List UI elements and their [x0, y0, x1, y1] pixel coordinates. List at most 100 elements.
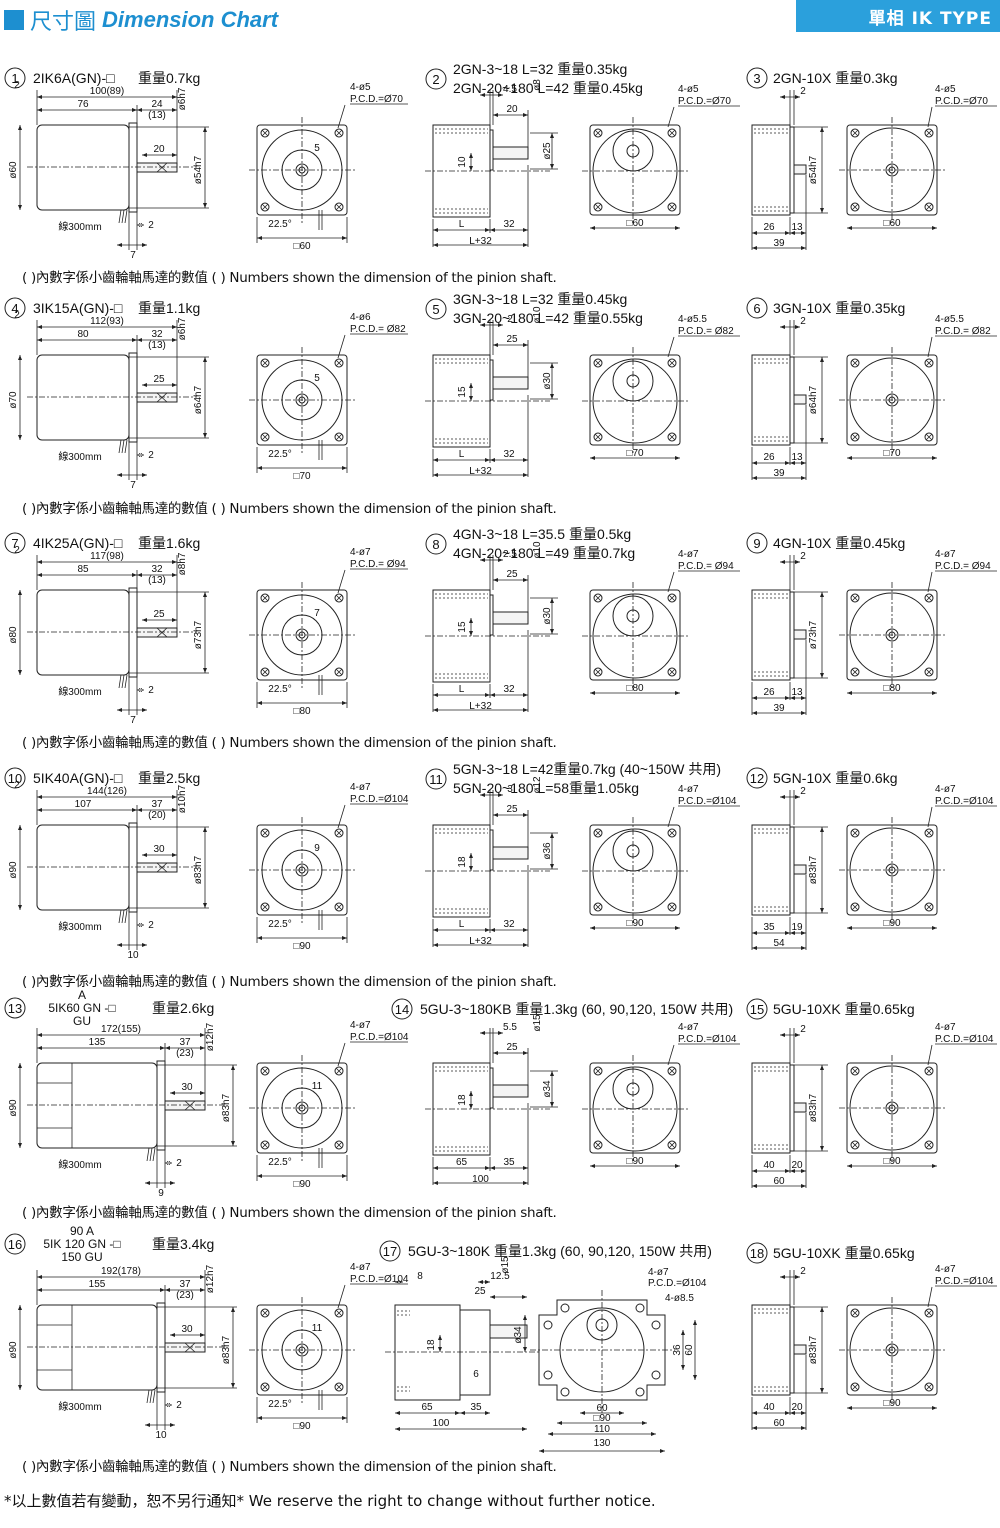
item-number-circle	[746, 67, 768, 89]
pcd-label: P.C.D.=Ø104	[678, 796, 737, 807]
arrow-icon	[480, 323, 503, 327]
motor-flange	[128, 352, 138, 443]
item-number: 5	[432, 302, 439, 317]
hole-cross	[335, 903, 343, 911]
hole-cross	[925, 668, 933, 676]
mount-hole-icon	[667, 202, 677, 212]
gear-length-dim: L	[459, 219, 465, 230]
hole-cross	[594, 359, 602, 367]
item-number-circle	[4, 1233, 26, 1255]
leader-line	[667, 336, 675, 358]
shaft-key	[156, 862, 168, 873]
decimal-front-circle	[849, 1065, 935, 1151]
hole-cross	[335, 359, 343, 367]
pilot-diameter-dim: ø83h7	[221, 1093, 232, 1122]
boss-diameter-dim: ø25	[542, 142, 553, 160]
item-number-circle	[425, 68, 447, 90]
decimal-shaft	[793, 164, 807, 175]
boss-diameter-dim: ø34	[513, 1326, 524, 1344]
total-width-dim: 60	[773, 1418, 785, 1429]
hole-cross	[925, 359, 933, 367]
decimal-flange	[789, 1306, 795, 1394]
motor-model-line: GU	[73, 1014, 91, 1028]
shaft-total-dim: 35	[503, 1157, 515, 1168]
hole-cross	[668, 129, 676, 137]
motor-weight: 重量1.1kg	[138, 300, 200, 316]
decimal-flange	[789, 826, 795, 914]
hole-cross	[668, 668, 676, 676]
item-number: 6	[753, 301, 760, 316]
hole-cross	[925, 1383, 933, 1391]
shaft-lead-dim: 12.5	[490, 1271, 510, 1282]
hole-cross	[851, 1067, 859, 1075]
mount-hole-icon	[334, 1066, 344, 1076]
shaft-length-dim: 37	[179, 1037, 191, 1048]
shaft-key	[184, 1100, 196, 1111]
decimal-model: 3GN-10X 重量0.35kg	[773, 300, 905, 316]
hole-cross	[261, 1383, 269, 1391]
motor-model-line: A	[78, 988, 86, 1002]
arrow-icon	[780, 325, 800, 329]
item-number: 8	[432, 537, 439, 552]
shaft-offset-dim: 15	[457, 621, 468, 633]
gearhead-front-circle	[592, 128, 678, 214]
item-number-circle	[4, 297, 26, 319]
motor-model-line: 150 GU	[61, 1250, 102, 1264]
hole-cross	[261, 129, 269, 137]
boss-diameter-dim: ø36	[542, 842, 553, 860]
shaft-dim: 13	[791, 222, 803, 233]
lead-wire	[118, 674, 122, 689]
mount-hole-icon	[260, 828, 270, 838]
flange-dim: 10	[127, 950, 139, 961]
motor-body	[36, 354, 130, 441]
hole-cross	[335, 1141, 343, 1149]
flange-dim: 10	[155, 1430, 167, 1441]
key-length-dim: 25	[153, 609, 165, 620]
body-diameter-dim: ø90	[8, 861, 19, 879]
decimal-flange	[789, 356, 795, 444]
flange-thickness-dim: 8	[417, 1271, 423, 1282]
body-width-dim: 40	[763, 1402, 775, 1413]
gear-model-line: 5GU-3~180K 重量1.3kg (60, 90,120, 150W 共用)	[408, 1243, 712, 1259]
pcd-label: P.C.D.=Ø70	[935, 96, 988, 107]
shaft-diameter-dim: ø10	[532, 306, 543, 324]
body-width-dim: 26	[763, 452, 775, 463]
overall-length-dim: L+32	[469, 936, 492, 947]
item-number-circle	[379, 1240, 401, 1262]
shaft-length-dim: 25	[506, 1042, 518, 1053]
mount-hole-icon	[260, 358, 270, 368]
hole-cross	[261, 433, 269, 441]
square-size-label: □90	[883, 1398, 901, 1409]
motor-shaft	[164, 1100, 206, 1111]
lead-wire	[121, 439, 125, 454]
pcd-label: P.C.D.=Ø104	[350, 794, 409, 805]
hole-cross	[261, 668, 269, 676]
shaft-diameter-dim: ø12h7	[205, 1264, 216, 1293]
item-number: 17	[383, 1244, 397, 1259]
hole-cross	[335, 129, 343, 137]
holes-label: 4-ø5.5	[935, 314, 964, 325]
key-length-dim: 30	[181, 1082, 193, 1093]
shaft-dim: 20	[791, 1160, 803, 1171]
pinion-note: ( )內數字係小齒輪軸馬達的數值 ( ) Numbers shown the d…	[22, 1459, 557, 1475]
wire-length-label: 線300mm	[58, 1158, 101, 1171]
hole-cross	[335, 1383, 343, 1391]
mount-hole-icon	[924, 202, 934, 212]
holes-label: 4-ø7	[935, 549, 956, 560]
pilot-diameter-dim: ø64h7	[808, 385, 819, 414]
decimal-shaft	[793, 629, 807, 640]
mount-hole-icon	[260, 593, 270, 603]
hole-cross	[925, 203, 933, 211]
arrow-icon	[790, 1411, 806, 1415]
mount-hole-icon	[850, 432, 860, 442]
arrow-icon	[790, 461, 806, 465]
arrow-icon	[469, 153, 473, 171]
hole-cross	[668, 594, 676, 602]
holes-label: 4-ø7	[678, 1022, 699, 1033]
decimal-front-circle	[849, 357, 935, 443]
item-number: 16	[8, 1237, 22, 1252]
pilot-diameter-dim: ø64h7	[193, 385, 204, 414]
arrow-icon	[137, 808, 177, 812]
pilot-diameter-dim: ø73h7	[808, 620, 819, 649]
